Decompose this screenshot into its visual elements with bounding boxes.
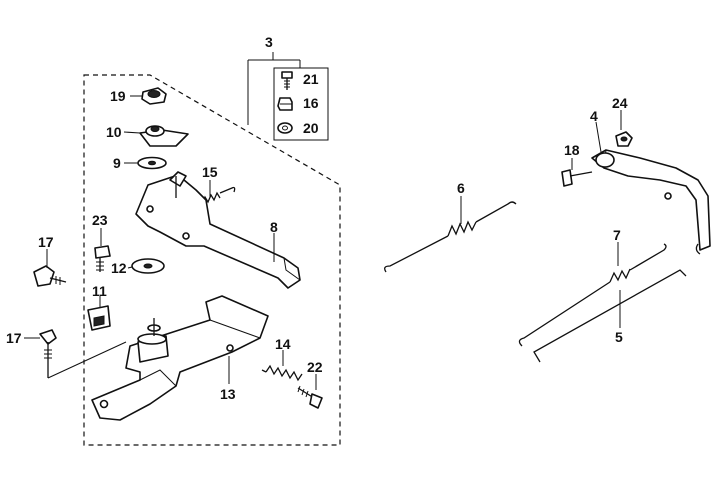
leader-lines [24, 95, 622, 390]
spring-part-7 [518, 243, 667, 347]
washer-part-12 [131, 258, 165, 274]
part-label: 7 [613, 227, 621, 243]
screw-part-21 [281, 71, 293, 90]
nut-part-19 [141, 87, 167, 105]
bush-part-10 [139, 125, 189, 147]
part-label: 23 [92, 212, 108, 228]
bolt-part-18 [561, 169, 593, 187]
part-label: 14 [275, 336, 291, 352]
part-label: 24 [612, 95, 628, 111]
part-label: 10 [106, 124, 122, 140]
part-label: 9 [113, 155, 121, 171]
nut-part-24 [615, 131, 633, 147]
rod-part-5 [533, 269, 687, 363]
clip-part-11 [87, 305, 111, 331]
part-label: 17 [6, 330, 22, 346]
screw-part-22 [297, 385, 323, 409]
spring-part-14 [261, 364, 303, 382]
part-labels: 3 21 16 20 19 10 9 15 8 23 12 17 11 17 1… [6, 34, 628, 402]
part-label: 12 [111, 260, 127, 276]
part-label: 6 [457, 180, 465, 196]
part-label: 21 [303, 71, 319, 87]
spacer-part-16 [277, 97, 293, 111]
part-label: 18 [564, 142, 580, 158]
part-label: 19 [110, 88, 126, 104]
kit-bracket [247, 52, 329, 141]
part-label: 22 [307, 359, 323, 375]
part-label: 20 [303, 120, 319, 136]
part-label: 15 [202, 164, 218, 180]
lever-part-4 [591, 149, 711, 255]
part-label: 8 [270, 219, 278, 235]
part-label: 17 [38, 234, 54, 250]
part-label: 13 [220, 386, 236, 402]
part-label: 5 [615, 329, 623, 345]
part-label: 4 [590, 108, 598, 124]
control-base-part-13 [91, 295, 269, 421]
spring-part-6 [384, 201, 517, 273]
bolt-part-17-lower [39, 329, 57, 378]
part-label: 16 [303, 95, 319, 111]
control-lever-part-8 [135, 171, 301, 289]
washer-part-9 [137, 156, 167, 170]
bolt-part-17-upper [33, 265, 67, 287]
assembly-boundary [83, 74, 341, 446]
bolt-part-23 [94, 245, 111, 272]
part-label: 11 [92, 283, 107, 299]
washer-part-20 [277, 122, 293, 134]
part-label: 3 [265, 34, 273, 50]
